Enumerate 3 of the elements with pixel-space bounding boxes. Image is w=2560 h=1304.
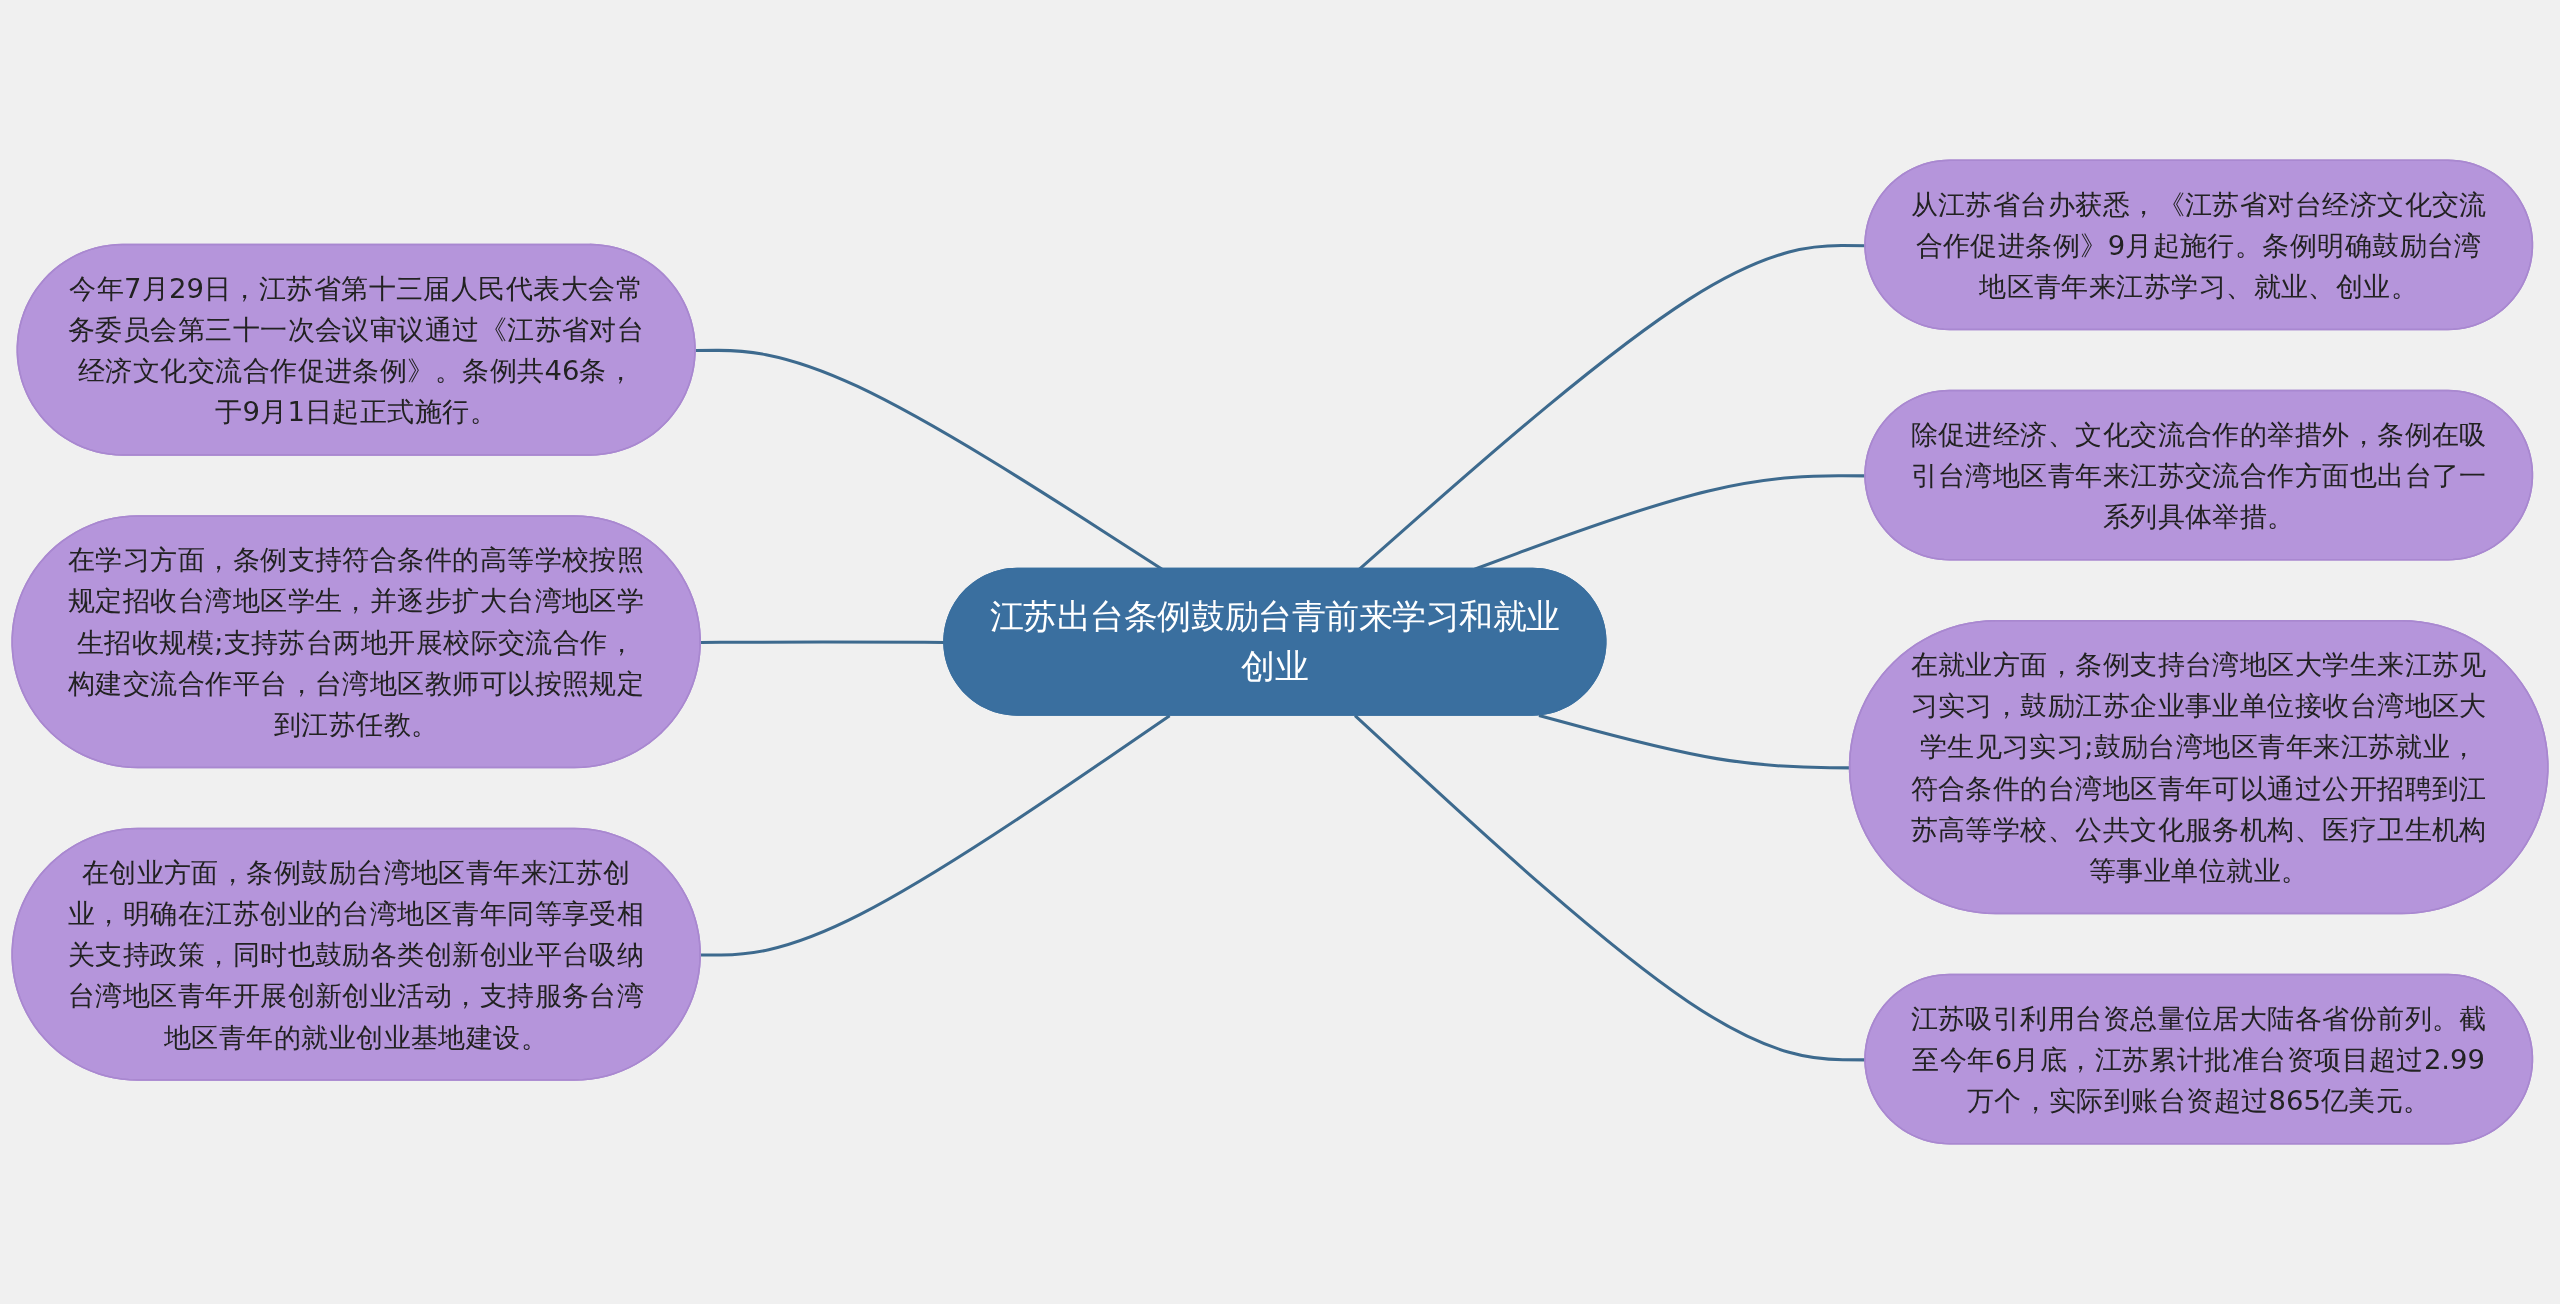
connector — [700, 714, 1171, 957]
connector — [1354, 714, 1866, 1062]
connector — [700, 640, 945, 644]
